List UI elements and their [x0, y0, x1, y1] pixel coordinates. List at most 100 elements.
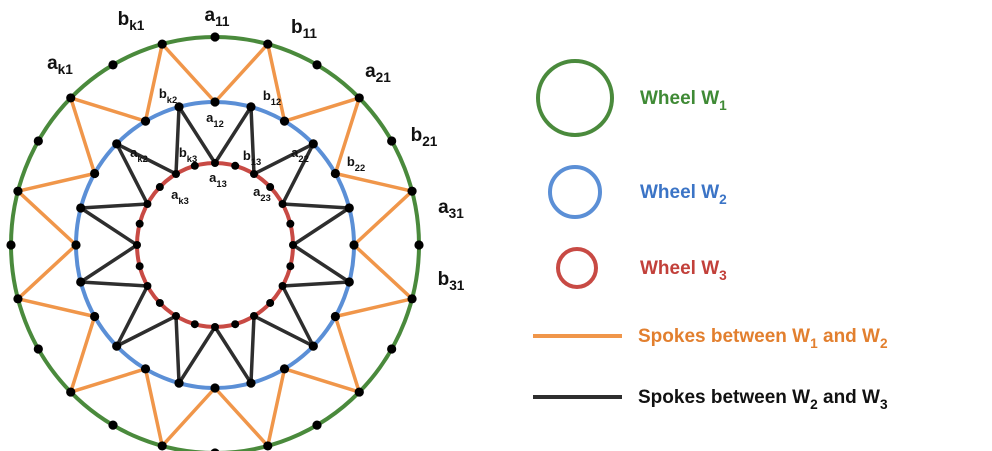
label-ak1: ak1	[47, 53, 73, 77]
label-a13: a13	[209, 170, 227, 189]
label-a11: a11	[204, 5, 229, 29]
vertex-w1	[387, 136, 397, 146]
legend-wheel1-label: Wheel W1	[640, 88, 727, 113]
vertex-w1	[407, 186, 417, 196]
label-bk3: bk3	[179, 145, 197, 164]
label-a31: a31	[438, 197, 464, 221]
vertex-w3	[286, 262, 295, 271]
label-bk1: bk1	[118, 9, 145, 33]
vertex-w3	[190, 161, 199, 170]
label-a22: a22	[291, 145, 309, 164]
vertex-w3	[286, 219, 295, 228]
vertex-w1	[157, 441, 167, 451]
legend-spokes12-label: Spokes between W1 and W2	[638, 326, 888, 351]
vertex-w2	[279, 116, 290, 126]
vertex-w2	[344, 277, 354, 287]
vertex-w2	[308, 139, 318, 149]
vertex-w1	[210, 32, 220, 42]
vertex-w3	[211, 159, 219, 167]
label-a12: a12	[206, 110, 224, 129]
vertex-w2	[174, 378, 184, 388]
legend: Wheel W1 Wheel W2 Wheel W3 Spokes between W…	[533, 59, 888, 412]
vertex-w3	[133, 241, 141, 249]
legend-wheel1-swatch	[536, 59, 614, 137]
vertex-w2	[76, 203, 86, 213]
vertex-w2	[76, 277, 86, 287]
legend-spokes23-label: Spokes between W2 and W3	[638, 387, 888, 412]
vertex-w2	[330, 311, 340, 322]
vertex-w3	[250, 312, 258, 321]
vertex-w3	[289, 241, 297, 249]
vertex-w2	[246, 102, 256, 112]
vertex-w1	[414, 240, 424, 250]
label-a21: a21	[365, 61, 391, 85]
legend-wheel3-swatch	[556, 247, 598, 289]
vertex-w3	[143, 200, 152, 208]
vertex-w2	[279, 364, 290, 374]
vertex-w2	[330, 168, 340, 179]
vertex-w1	[33, 136, 43, 146]
legend-wheel2-label: Wheel W2	[640, 182, 727, 207]
vertex-w1	[263, 441, 273, 451]
label-b13: b13	[243, 148, 261, 167]
vertex-w1	[108, 60, 118, 70]
vertex-w2	[349, 240, 359, 250]
vertex-w2	[210, 383, 220, 393]
vertex-w3	[190, 320, 199, 329]
legend-wheel2-swatch	[548, 165, 602, 219]
label-b21: b21	[411, 125, 438, 149]
vertex-w1	[66, 387, 76, 397]
vertex-w1	[210, 448, 220, 451]
vertex-w2	[210, 97, 220, 107]
vertex-w2	[308, 341, 318, 351]
vertex-w1	[13, 294, 23, 304]
vertex-w2	[71, 240, 81, 250]
label-a23: a23	[253, 184, 271, 203]
vertex-w1	[13, 186, 23, 196]
vertex-w3	[231, 320, 240, 329]
label-bk2: bk2	[159, 86, 177, 105]
vertex-w3	[231, 161, 240, 170]
label-b12: b12	[263, 88, 281, 107]
vertex-w3	[250, 169, 258, 178]
spokes-w2-w3	[78, 105, 352, 385]
label-ak3: ak3	[171, 187, 189, 206]
vertex-w3	[266, 298, 275, 307]
vertex-w1	[33, 344, 43, 354]
label-b11: b11	[291, 17, 317, 41]
vertex-w3	[266, 183, 275, 192]
vertex-w2	[344, 203, 354, 213]
vertex-w2	[90, 311, 100, 322]
vertex-w2	[140, 364, 151, 374]
vertex-w3	[211, 323, 219, 331]
label-ak2: ak2	[130, 145, 148, 164]
vertex-w3	[172, 169, 180, 178]
vertex-w3	[143, 282, 152, 290]
vertex-w3	[172, 312, 180, 321]
vertex-w2	[246, 378, 256, 388]
vertex-w1	[263, 39, 273, 49]
vertex-w1	[66, 93, 76, 103]
vertex-w2	[140, 116, 151, 126]
vertex-w3	[135, 219, 144, 228]
label-b22: b22	[347, 154, 365, 173]
legend-wheel3-label: Wheel W3	[640, 258, 727, 283]
vertex-w1	[354, 93, 364, 103]
vertex-w1	[312, 60, 322, 70]
vertex-w1	[407, 294, 417, 304]
vertex-w1	[6, 240, 16, 250]
vertex-w1	[157, 39, 167, 49]
vertex-w2	[112, 341, 122, 351]
vertex-w1	[312, 420, 322, 430]
vertex-w1	[354, 387, 364, 397]
vertex-w2	[112, 139, 122, 149]
vertex-w3	[278, 282, 287, 290]
vertex-w3	[135, 262, 144, 271]
vertex-w3	[155, 183, 164, 192]
diagram-graph	[6, 32, 424, 451]
vertex-w2	[174, 102, 184, 112]
vertex-w3	[278, 200, 287, 208]
vertex-w3	[155, 298, 164, 307]
